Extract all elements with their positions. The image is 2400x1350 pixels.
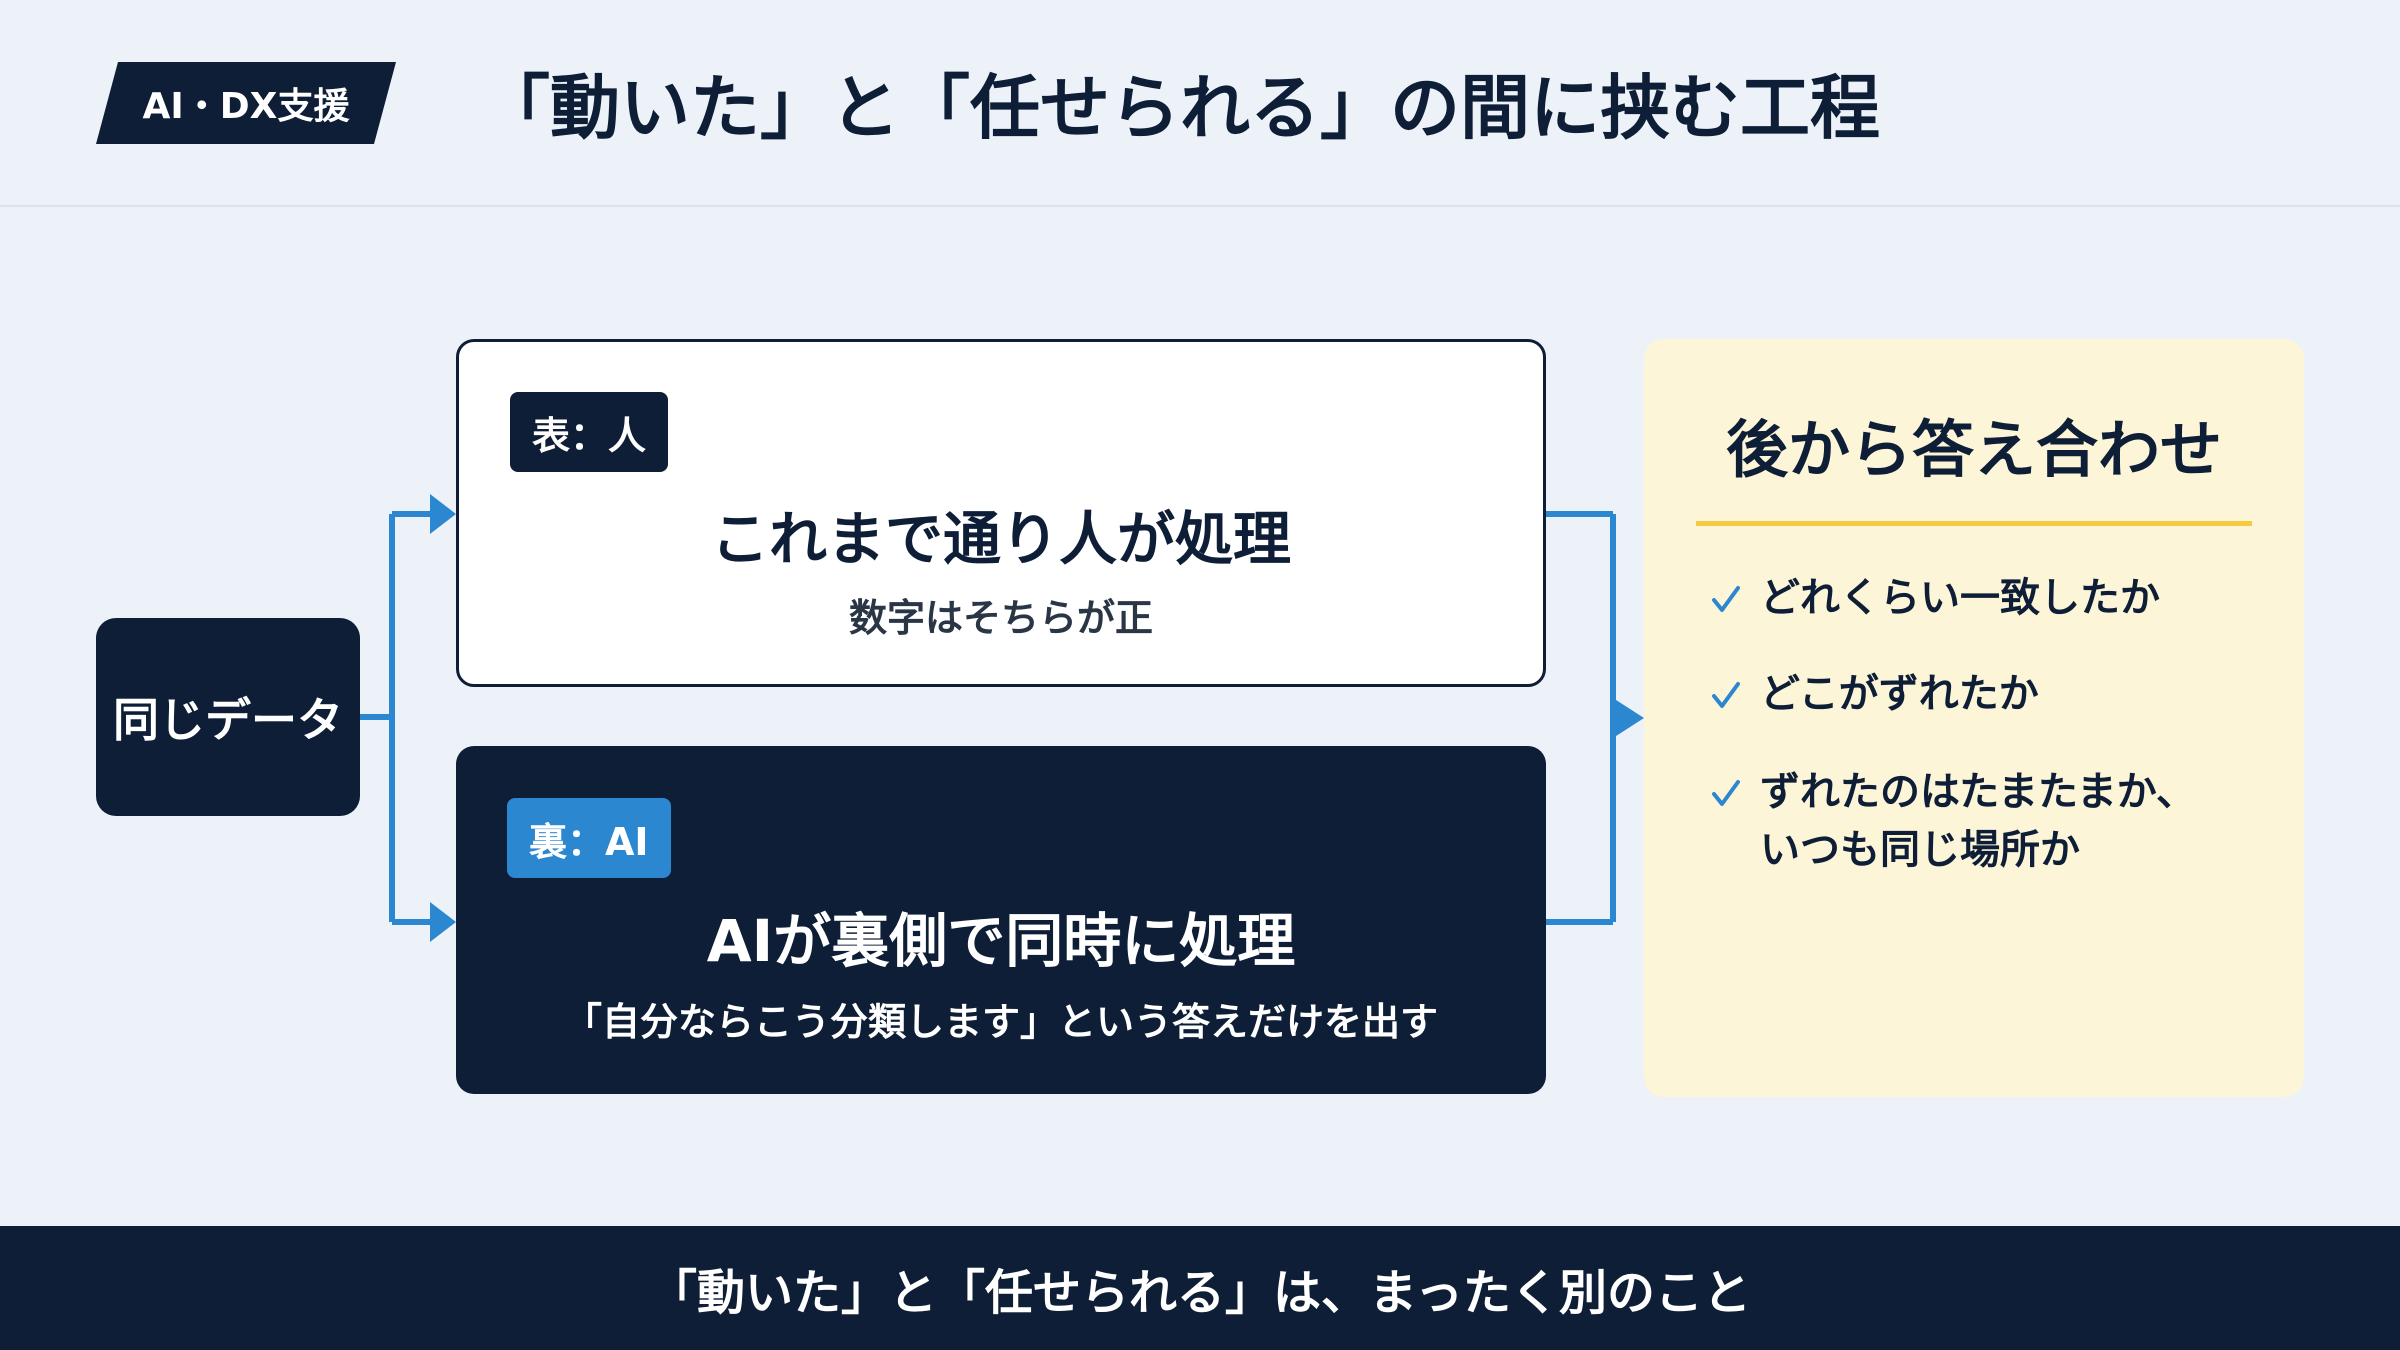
footer-banner: 「動いた」と「任せられる」は、まったく別のこと [0,1226,2400,1350]
front-sub-text: 数字はそちらが正 [848,596,1153,640]
header: AI・DX支援 「動いた」と「任せられる」の間に挟む工程 [0,0,2400,207]
connector-source-split [360,514,395,922]
check-item-text: ずれたのはたまたまか、 いつも同じ場所か [1760,769,2196,873]
back-sub-text: 「自分ならこう分類します」という答えだけを出す [563,1000,1438,1044]
check-item: どれくらい一致したか [1706,569,2160,627]
back-badge: 裏：AI [507,798,671,878]
check-item: ずれたのはたまたまか、 いつも同じ場所か [1706,763,2196,879]
source-data-node: 同じデータ [96,618,360,816]
front-process-box: 表：人 これまで通り人が処理 数字はそちらが正 [456,339,1546,687]
arrow-right-icon [1613,698,1644,738]
back-main-text: AIが裏側で同時に処理 [706,907,1296,975]
front-badge: 表：人 [510,392,669,472]
check-icon [1712,586,1740,612]
arrow-right-icon [430,494,456,534]
check-item: どこがずれたか [1706,665,2039,723]
check-item-text: どれくらい一致したか [1760,575,2160,621]
result-title: 後から答え合わせ [1725,413,2222,486]
result-divider [1696,521,2252,526]
back-process-box: 裏：AI AIが裏側で同時に処理 「自分ならこう分類します」という答えだけを出す [456,746,1546,1094]
category-tag: AI・DX支援 [96,62,396,144]
front-main-text: これまで通り人が処理 [710,505,1291,573]
check-icon [1712,682,1740,708]
page-title: 「動いた」と「任せられる」の間に挟む工程 [480,66,1880,149]
check-item-text: どこがずれたか [1760,671,2039,717]
result-panel: 後から答え合わせ どれくらい一致したか どこがずれたか ずれたのはたまたまか、 … [1644,339,2304,1097]
check-icon [1712,780,1740,806]
arrow-right-icon [430,902,456,942]
